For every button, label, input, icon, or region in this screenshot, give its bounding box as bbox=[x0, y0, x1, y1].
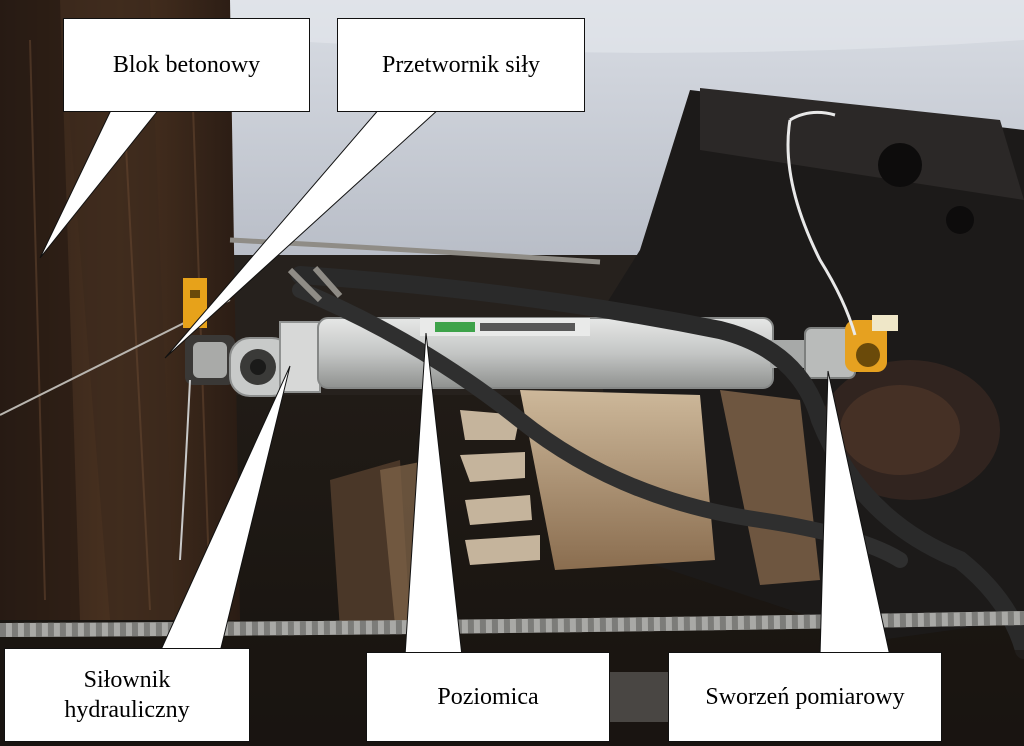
label-przetwornik-sily: Przetwornik siły bbox=[337, 18, 585, 112]
label-sworzen-pomiarowy: Sworzeń pomiarowy bbox=[668, 652, 942, 742]
pointer-silownik bbox=[159, 365, 291, 653]
label-silownik-hydrauliczny: Siłownik hydrauliczny bbox=[4, 648, 250, 742]
hydraulic-hose bbox=[291, 266, 1024, 659]
hydraulic-cylinder bbox=[229, 317, 856, 397]
pointer-sworzen bbox=[819, 370, 891, 657]
pointer-poziomica bbox=[404, 332, 463, 657]
pointer-przetwornik bbox=[164, 107, 442, 359]
label-poziomica: Poziomica bbox=[366, 652, 610, 742]
label-blok-betonowy: Blok betonowy bbox=[63, 18, 310, 112]
pointer-blok bbox=[39, 107, 162, 259]
